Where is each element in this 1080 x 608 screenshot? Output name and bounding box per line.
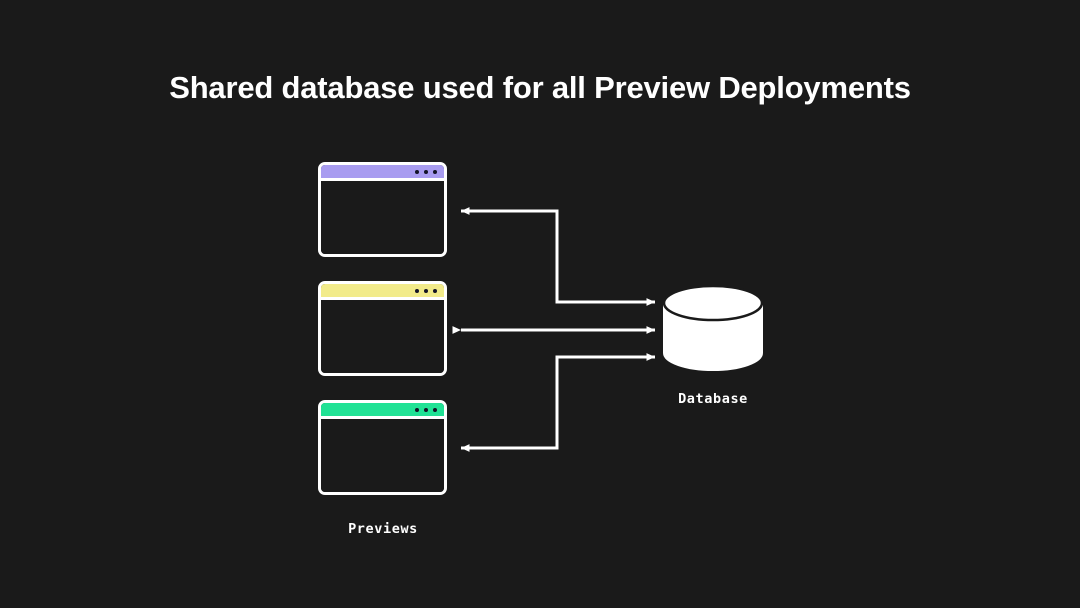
window-controls-dots: [415, 169, 437, 174]
window-dot-icon: [433, 169, 437, 174]
window-controls-dots: [415, 407, 437, 412]
window-dot-icon: [433, 288, 437, 293]
page-title: Shared database used for all Preview Dep…: [169, 70, 911, 105]
database-cylinder-icon[interactable]: [662, 284, 764, 371]
connector-window-1: [461, 207, 655, 306]
previews-group-label: Previews: [348, 521, 418, 537]
window-titlebar: [321, 165, 444, 181]
window-titlebar: [321, 403, 444, 419]
preview-window-3[interactable]: [318, 400, 447, 495]
window-content-area: [321, 419, 444, 492]
window-content-area: [321, 300, 444, 373]
window-dot-icon: [415, 407, 419, 412]
window-dot-icon: [415, 288, 419, 293]
window-dot-icon: [415, 169, 419, 174]
window-titlebar: [321, 284, 444, 300]
preview-window-1[interactable]: [318, 162, 447, 257]
window-dot-icon: [424, 407, 428, 412]
window-dot-icon: [424, 169, 428, 174]
window-dot-icon: [433, 407, 437, 412]
database-label: Database: [678, 391, 748, 407]
window-controls-dots: [415, 288, 437, 293]
window-content-area: [321, 181, 444, 254]
window-dot-icon: [424, 288, 428, 293]
preview-window-2[interactable]: [318, 281, 447, 376]
